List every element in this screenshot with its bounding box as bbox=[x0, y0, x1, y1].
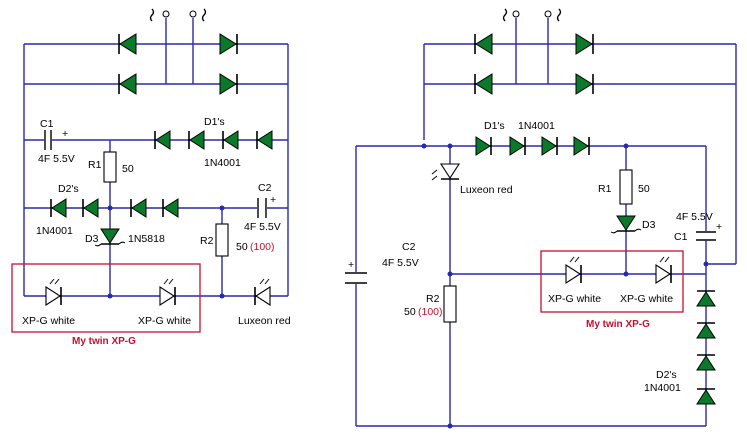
left-r1-resistor bbox=[103, 151, 117, 183]
right-d1-diode bbox=[573, 136, 590, 156]
left-d2-name: D2's bbox=[58, 183, 79, 195]
right-led-luxeon bbox=[431, 163, 461, 181]
right-led1-label: XP-G white bbox=[548, 293, 601, 305]
left-r1-value: 50 bbox=[122, 163, 134, 175]
left-c1-value: 4F 5.5V bbox=[38, 153, 75, 165]
right-luxeon-label: Luxeon red bbox=[460, 184, 513, 196]
left-r1-name: R1 bbox=[88, 159, 102, 171]
left-r2-alt: (100) bbox=[250, 241, 275, 253]
left-d3-diode bbox=[94, 228, 126, 247]
right-d1-diode bbox=[541, 136, 558, 156]
left-r2-name: R2 bbox=[200, 235, 214, 247]
right-r2-alt: (100) bbox=[418, 306, 443, 318]
left-led-luxeon bbox=[254, 278, 271, 307]
left-box-caption: My twin XP-G bbox=[72, 336, 136, 347]
left-led3-label: Luxeon red bbox=[238, 315, 291, 327]
right-d2-diode bbox=[696, 388, 716, 405]
left-c2-value: 4F 5.5V bbox=[244, 221, 281, 233]
right-d2-diode bbox=[696, 290, 716, 307]
right-d2-part: 1N4001 bbox=[644, 382, 681, 394]
left-d2-diode bbox=[162, 198, 179, 218]
right-d2-name: D2's bbox=[656, 369, 677, 381]
right-d1-part: 1N4001 bbox=[518, 120, 555, 132]
right-d1-name: D1's bbox=[484, 120, 505, 132]
left-circuit: + C1 4F 5.5V D1's 1N4001 R1 50 D2's 1N40… bbox=[11, 8, 291, 347]
left-d1-diode bbox=[154, 130, 171, 150]
left-bridge-diode bbox=[219, 33, 238, 55]
left-d2-diode bbox=[130, 198, 147, 218]
left-bridge-diode bbox=[219, 73, 238, 95]
ac-symbol-icon bbox=[556, 8, 562, 22]
left-c1-plus: + bbox=[62, 128, 68, 140]
left-c2-plus: + bbox=[270, 194, 276, 206]
left-twin-xpg-box bbox=[11, 263, 201, 333]
right-d1-diode bbox=[509, 136, 526, 156]
left-d3-part: 1N5818 bbox=[128, 233, 165, 245]
left-c2-capacitor bbox=[257, 198, 267, 218]
right-bridge-diode bbox=[575, 33, 594, 55]
right-led2-label: XP-G white bbox=[620, 293, 673, 305]
right-c2-value: 4F 5.5V bbox=[382, 257, 419, 269]
right-r2-value: 50 bbox=[404, 306, 416, 318]
right-bridge-diode bbox=[474, 33, 493, 55]
right-c2-capacitor bbox=[345, 272, 367, 284]
left-d1-diode bbox=[256, 130, 273, 150]
left-led2-label: XP-G white bbox=[138, 315, 191, 327]
left-bridge-diode bbox=[118, 33, 137, 55]
right-c1-value: 4F 5.5V bbox=[676, 211, 713, 223]
left-led-xpg-1 bbox=[45, 278, 62, 307]
right-led-xpg-2 bbox=[655, 256, 672, 285]
right-twin-xpg-box bbox=[540, 250, 684, 313]
left-led1-label: XP-G white bbox=[22, 315, 75, 327]
left-d1-name: D1's bbox=[204, 116, 225, 128]
left-c1-capacitor bbox=[44, 130, 52, 150]
right-d3-diode bbox=[610, 215, 642, 234]
right-c2-plus: + bbox=[348, 259, 354, 271]
left-d3-name: D3 bbox=[85, 233, 99, 245]
right-r1-resistor bbox=[619, 169, 633, 205]
right-c1-plus: + bbox=[716, 221, 722, 233]
left-d1-diode bbox=[188, 130, 205, 150]
right-d3-name: D3 bbox=[642, 219, 656, 231]
left-d1-diode bbox=[222, 130, 239, 150]
left-r2-value: 50 bbox=[236, 241, 248, 253]
ac-symbol-icon bbox=[502, 8, 508, 22]
left-d2-diode bbox=[82, 198, 99, 218]
right-d2-diode bbox=[696, 322, 716, 339]
right-c1-capacitor bbox=[696, 231, 716, 241]
right-r1-value: 50 bbox=[638, 183, 650, 195]
right-box-caption: My twin XP-G bbox=[586, 319, 650, 330]
left-d2-diode bbox=[50, 198, 67, 218]
left-ac-input bbox=[149, 8, 207, 84]
right-circuit: D1's 1N4001 Luxeon red R1 50 D3 + C1 4F … bbox=[345, 8, 737, 429]
right-d1-diode bbox=[475, 136, 492, 156]
right-r1-name: R1 bbox=[598, 183, 612, 195]
right-d2-diode bbox=[696, 354, 716, 371]
right-c2-name: C2 bbox=[402, 241, 416, 253]
left-d2-part: 1N4001 bbox=[36, 225, 73, 237]
left-c2-name: C2 bbox=[258, 182, 272, 194]
left-bridge-diode bbox=[118, 73, 137, 95]
right-bridge-diode bbox=[474, 73, 493, 95]
ac-symbol-icon bbox=[201, 8, 207, 22]
left-d1-part: 1N4001 bbox=[204, 157, 241, 169]
right-c1-name: C1 bbox=[674, 231, 688, 243]
left-led-xpg-2 bbox=[159, 278, 176, 307]
left-r2-resistor bbox=[215, 223, 229, 257]
right-r2-name: R2 bbox=[426, 293, 440, 305]
left-c1-name: C1 bbox=[40, 118, 54, 130]
ac-symbol-icon bbox=[149, 8, 155, 22]
right-ac-input bbox=[502, 8, 562, 84]
right-led-xpg-1 bbox=[565, 256, 582, 285]
right-r2-resistor bbox=[443, 285, 457, 323]
right-bridge-diode bbox=[575, 73, 594, 95]
